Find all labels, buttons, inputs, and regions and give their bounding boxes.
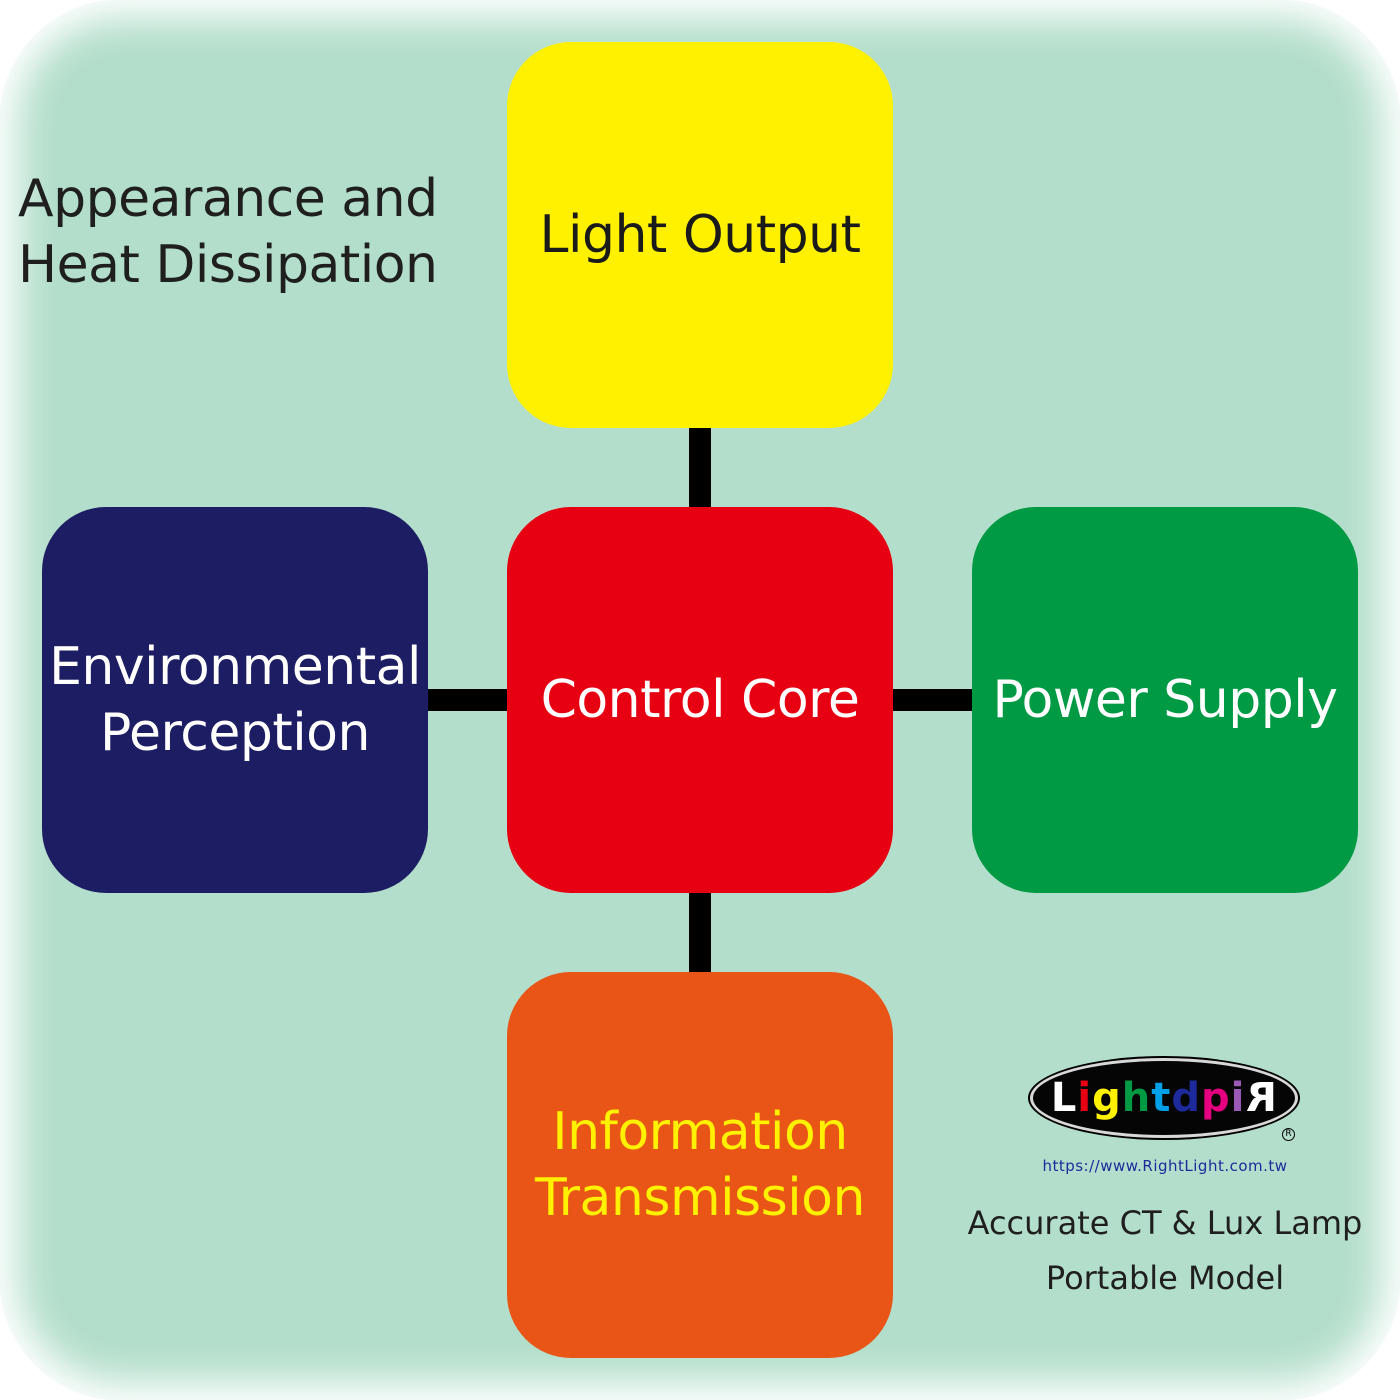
brand-url: https://www.RightLight.com.tw	[1042, 1157, 1288, 1175]
node-control-core-label: Control Core	[540, 670, 860, 730]
node-information-transmission-line-1: Information	[552, 1102, 848, 1162]
connector-bottom	[689, 892, 711, 974]
connector-right	[892, 689, 974, 711]
node-light-output: Light Output	[507, 42, 893, 428]
node-power-supply: Power Supply	[972, 507, 1358, 893]
connector-left	[428, 689, 510, 711]
logo-letter: d	[1171, 1075, 1201, 1121]
logo-letter: L	[1050, 1075, 1078, 1121]
node-environmental-perception-line-1: Environmental	[49, 637, 421, 697]
product-caption-line-2: Portable Model	[1045, 1259, 1285, 1297]
logo-letter: g	[1092, 1075, 1122, 1121]
registered-mark: R	[1282, 1128, 1295, 1141]
logo-letter: i	[1077, 1075, 1093, 1121]
logo-letter: t	[1151, 1075, 1172, 1121]
product-caption-line-1: Accurate CT & Lux Lamp	[967, 1204, 1363, 1242]
node-environmental-perception-line-2: Perception	[100, 703, 370, 763]
connector-top	[689, 428, 711, 510]
appearance-heat-label: Appearance and Heat Dissipation	[18, 166, 478, 298]
logo-letter: p	[1200, 1075, 1231, 1121]
node-power-supply-label: Power Supply	[992, 670, 1338, 730]
node-control-core: Control Core	[507, 507, 893, 893]
node-light-output-label: Light Output	[539, 205, 861, 265]
appearance-heat-line-1: Appearance and	[18, 169, 438, 229]
appearance-heat-line-2: Heat Dissipation	[18, 235, 438, 295]
node-information-transmission-line-2: Transmission	[535, 1168, 865, 1228]
logo-letter: h	[1121, 1075, 1152, 1121]
logo-letter: R	[1245, 1075, 1278, 1121]
node-environmental-perception: Environmental Perception	[42, 507, 428, 893]
node-information-transmission: Information Transmission	[507, 972, 893, 1358]
product-caption: Accurate CT & Lux Lamp Portable Model	[960, 1196, 1370, 1306]
logo-letter: i	[1230, 1075, 1246, 1121]
